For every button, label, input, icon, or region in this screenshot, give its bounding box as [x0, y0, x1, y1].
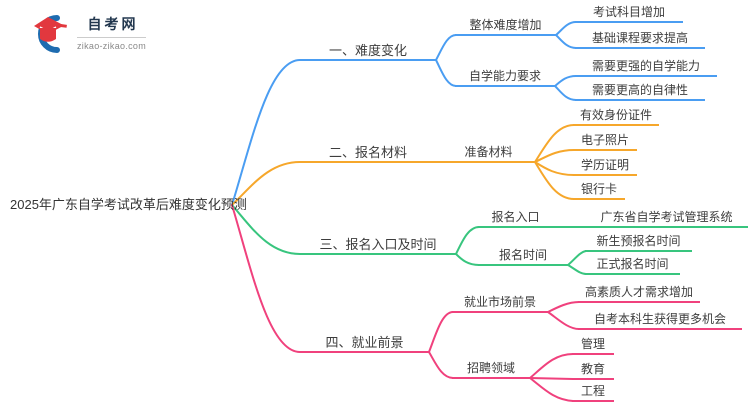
branch-difficulty-change: 一、难度变化 [300, 41, 436, 61]
leaf-new-student-pre-registration-time: 新生预报名时间 [585, 232, 692, 252]
leaf-education: 教育 [572, 360, 614, 380]
leaf-basic-course-requirements-up: 基础课程要求提高 [575, 29, 705, 49]
branch-registration-materials: 二、报名材料 [300, 143, 436, 163]
node-self-study-ability-requirement: 自学能力要求 [455, 67, 555, 87]
leaf-self-study-bachelors-more-opportunities: 自考本科生获得更多机会 [578, 310, 742, 330]
leaf-high-quality-talent-demand-up: 高素质人才需求增加 [578, 283, 700, 303]
leaf-bank-card: 银行卡 [573, 180, 625, 200]
logo-url: zikao-zikao.com [77, 36, 147, 51]
leaf-digital-photo: 电子照片 [573, 131, 637, 151]
logo[interactable]: 自考网 zikao-zikao.com [26, 10, 147, 54]
branch-registration-portal-and-time: 三、报名入口及时间 [300, 235, 456, 255]
leaf-exam-subjects-increase: 考试科目增加 [575, 3, 683, 23]
graduation-cap-icon [34, 15, 67, 53]
leaf-engineering: 工程 [572, 382, 614, 402]
leaf-official-registration-time: 正式报名时间 [585, 255, 680, 275]
node-overall-difficulty-increase: 整体难度增加 [455, 16, 556, 36]
leaf-stronger-self-study-ability: 需要更强的自学能力 [575, 57, 717, 77]
leaf-higher-self-discipline: 需要更高的自律性 [575, 81, 705, 101]
node-prepare-materials: 准备材料 [442, 143, 535, 163]
leaf-management: 管理 [572, 335, 614, 355]
node-registration-time: 报名时间 [478, 246, 568, 266]
leaf-education-certificate: 学历证明 [573, 156, 637, 176]
branch-employment-prospects: 四、就业前景 [300, 333, 429, 353]
logo-title: 自考网 [87, 15, 139, 32]
leaf-valid-id-document: 有效身份证件 [573, 106, 659, 126]
node-recruitment-fields: 招聘领域 [452, 359, 530, 379]
node-registration-portal: 报名入口 [478, 208, 553, 228]
root-topic: 2025年广东自学考试改革后难度变化预测 [10, 196, 247, 212]
leaf-guangdong-self-study-exam-system: 广东省自学考试管理系统 [585, 208, 748, 228]
node-job-market-outlook: 就业市场前景 [452, 293, 548, 313]
